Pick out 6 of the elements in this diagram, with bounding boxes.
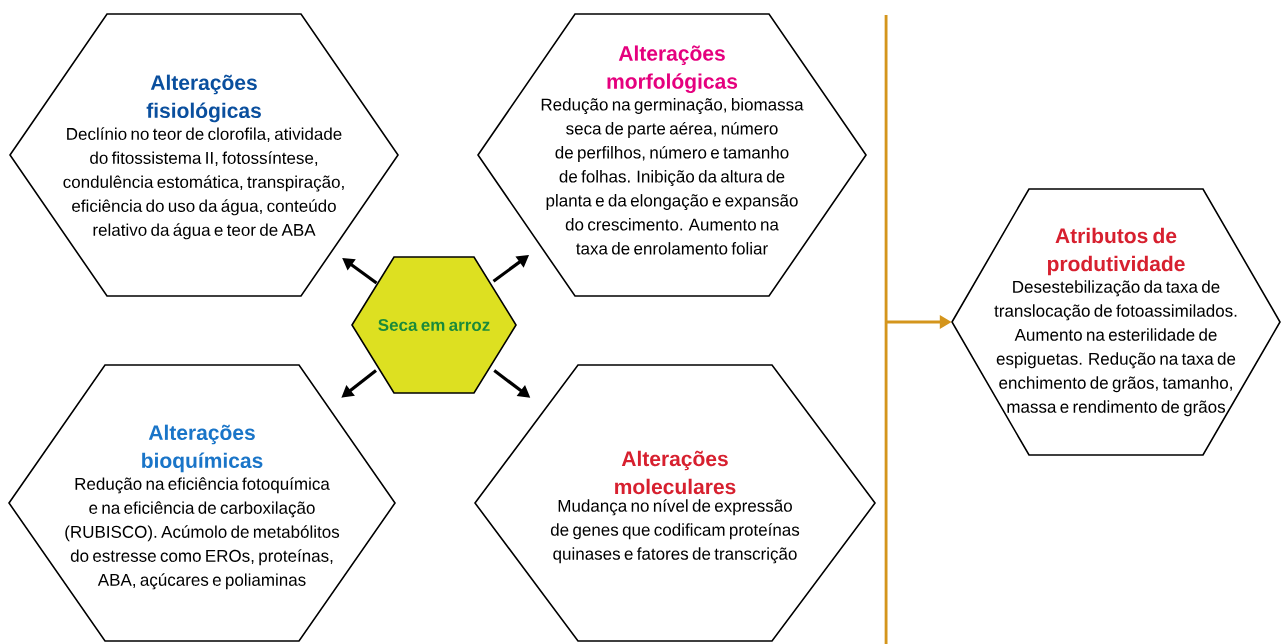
hexagon-box: Atributos de produtividade Desestebilização da taxa de translocação de fotoassimilados. Aumento na esterilidade de espiguetas. Redução na taxa de enchimento de grãos, tamanho, massa e rendimento de grãos — [951, 188, 1281, 456]
hexagon-box: Alterações bioquímicas Redução na eficiência fotoquímica e na eficiência de carboxilação (RUBISCO). Acúmolo de metabólitos do estresse como EROs, proteínas, ABA, açúcares e poliaminas — [8, 364, 396, 642]
hexagon-box: Alterações moleculares Mudança no nível de expressão de genes que codificam proteínas quinases e fatores de transcrição — [474, 364, 876, 642]
hexagon-box: Alterações morfológicas Redução na germinação, biomassa seca de parte aérea, número de perfilhos, número e tamanho de folhas. Inibição da altura de planta e da elongação e expansão do crescimento. Aumento na taxa de enrolamento foliar — [477, 13, 867, 297]
hexagon-box: Alterações fisiológicas Declínio no teor de clorofila, atividade do fitossistema II, fotossíntese, condulência estomática, transpiração, eficiência do uso da água, conteúdo relativo da água e teor de ABA — [9, 13, 399, 297]
hexagon-box: Seca em arroz — [351, 256, 517, 394]
